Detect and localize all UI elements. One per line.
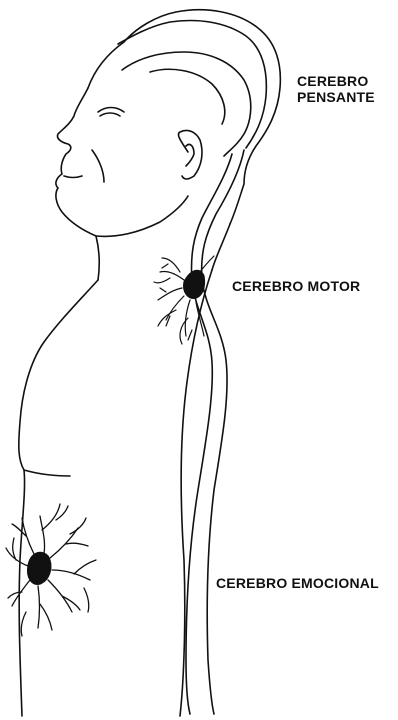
thinking-brain-label-line1: CEREBRO — [297, 73, 375, 89]
motor-brain-label: CEREBRO MOTOR — [232, 278, 360, 294]
eyelid — [98, 108, 124, 113]
thinking-brain-label: CEREBRO PENSANTE — [297, 73, 375, 105]
emotional-brain-label: CEREBRO EMOCIONAL — [216, 575, 379, 591]
shoulder-line — [24, 470, 70, 476]
emotional-brain-blob — [28, 552, 51, 584]
motor-brain — [154, 256, 214, 344]
mouth — [64, 176, 82, 178]
thinking-brain-outline — [122, 52, 251, 156]
motor-brain-blob — [184, 270, 205, 298]
neck-front — [96, 236, 99, 280]
ear-outline — [178, 130, 202, 179]
thinking-brain-fold — [150, 69, 225, 124]
face-profile-line — [56, 88, 96, 236]
neck-back — [212, 224, 230, 270]
eye — [100, 113, 120, 116]
ear-inner — [186, 144, 194, 166]
scalp-inner-line — [118, 21, 266, 148]
thinking-brain-label-line2: PENSANTE — [297, 89, 375, 105]
cheek-line — [92, 150, 104, 182]
jaw-line — [96, 196, 188, 236]
spinal-cord-outer — [202, 150, 244, 714]
body-front-outline — [19, 280, 98, 716]
